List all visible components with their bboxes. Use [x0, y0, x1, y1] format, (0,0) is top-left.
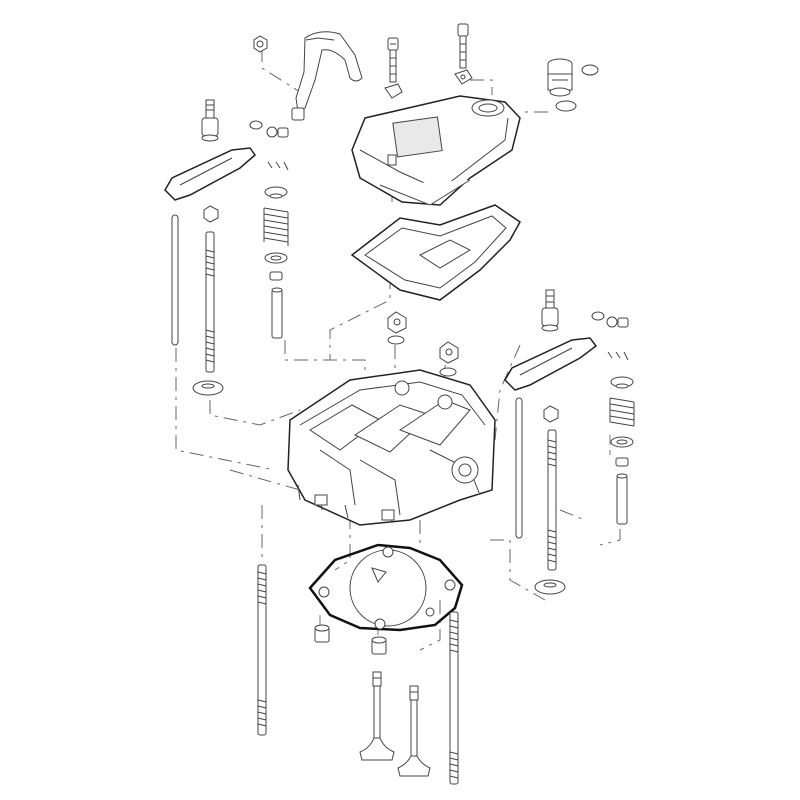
rocker-arm-left [164, 99, 289, 223]
head-gasket [308, 543, 464, 632]
spark-plug-cap [547, 58, 599, 112]
long-stud-left [257, 564, 267, 736]
long-stud-right [449, 611, 459, 785]
pushrod-right [515, 397, 566, 595]
cylinder-head [287, 369, 496, 526]
rocker-cover [351, 95, 521, 206]
leader-lines [175, 48, 621, 651]
pushrod-left [171, 214, 224, 396]
exhaust-valve [397, 685, 431, 777]
head-nuts [387, 311, 459, 377]
cover-bolt-right [454, 23, 473, 85]
intake-valve [359, 671, 395, 761]
rocker-arm-right [504, 289, 629, 423]
breather-hose [291, 31, 363, 121]
cover-bolt-left [384, 37, 403, 99]
valve-spring-left [263, 186, 289, 339]
dowel-pins [314, 624, 387, 655]
cap-nut-top [253, 35, 268, 53]
valve-spring-right [609, 376, 635, 525]
rocker-cover-gasket [350, 204, 521, 301]
